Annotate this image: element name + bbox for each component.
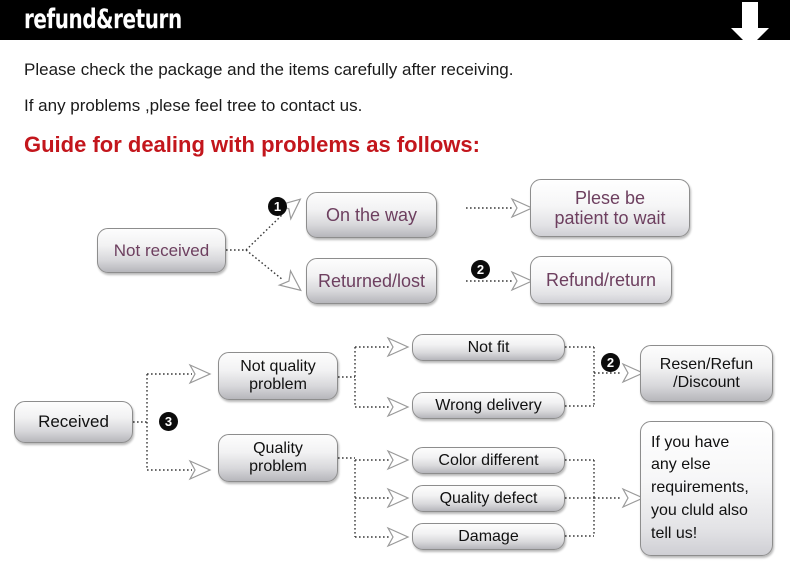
arrowhead bbox=[511, 198, 533, 218]
guide-title: Guide for dealing with problems as follo… bbox=[24, 132, 480, 157]
box-not-received[interactable]: Not received bbox=[97, 228, 226, 273]
box-resend-refund-discount[interactable]: Resen/Refun /Discount bbox=[640, 345, 773, 402]
arrowhead bbox=[387, 450, 409, 470]
box-quality-defect[interactable]: Quality defect bbox=[412, 485, 565, 512]
box-on-the-way[interactable]: On the way bbox=[306, 192, 437, 238]
box-not-fit[interactable]: Not fit bbox=[412, 334, 565, 361]
arrow-down-icon bbox=[731, 2, 769, 47]
arrowhead bbox=[511, 271, 533, 291]
badge-2-top: 2 bbox=[471, 260, 490, 279]
arrowhead bbox=[387, 527, 409, 547]
badge-1: 1 bbox=[268, 197, 287, 216]
page-title: refund&return bbox=[24, 4, 182, 35]
box-refund-return[interactable]: Refund/return bbox=[530, 256, 672, 304]
header-bar bbox=[0, 0, 790, 40]
arrowhead bbox=[387, 488, 409, 508]
arrowhead bbox=[387, 337, 409, 357]
arrowhead bbox=[189, 364, 211, 384]
box-received[interactable]: Received bbox=[14, 401, 133, 443]
box-not-quality-problem[interactable]: Not quality problem bbox=[218, 352, 338, 400]
box-please-be-patient[interactable]: Plese be patient to wait bbox=[530, 179, 690, 237]
box-wrong-delivery[interactable]: Wrong delivery bbox=[412, 392, 565, 419]
badge-2-bottom: 2 bbox=[601, 353, 620, 372]
arrowhead bbox=[387, 397, 409, 417]
intro-line-1: Please check the package and the items c… bbox=[24, 60, 514, 79]
intro-line-2: If any problems ,plese feel tree to cont… bbox=[24, 96, 363, 115]
box-quality-problem[interactable]: Quality problem bbox=[218, 434, 338, 482]
box-returned-lost[interactable]: Returned/lost bbox=[306, 258, 437, 304]
box-color-different[interactable]: Color different bbox=[412, 447, 565, 474]
arrowhead bbox=[189, 460, 211, 480]
box-damage[interactable]: Damage bbox=[412, 523, 565, 550]
badge-3: 3 bbox=[159, 412, 178, 431]
arrowhead bbox=[278, 270, 307, 299]
box-any-else-requirements[interactable]: If you have any else requirements, you c… bbox=[640, 421, 773, 556]
